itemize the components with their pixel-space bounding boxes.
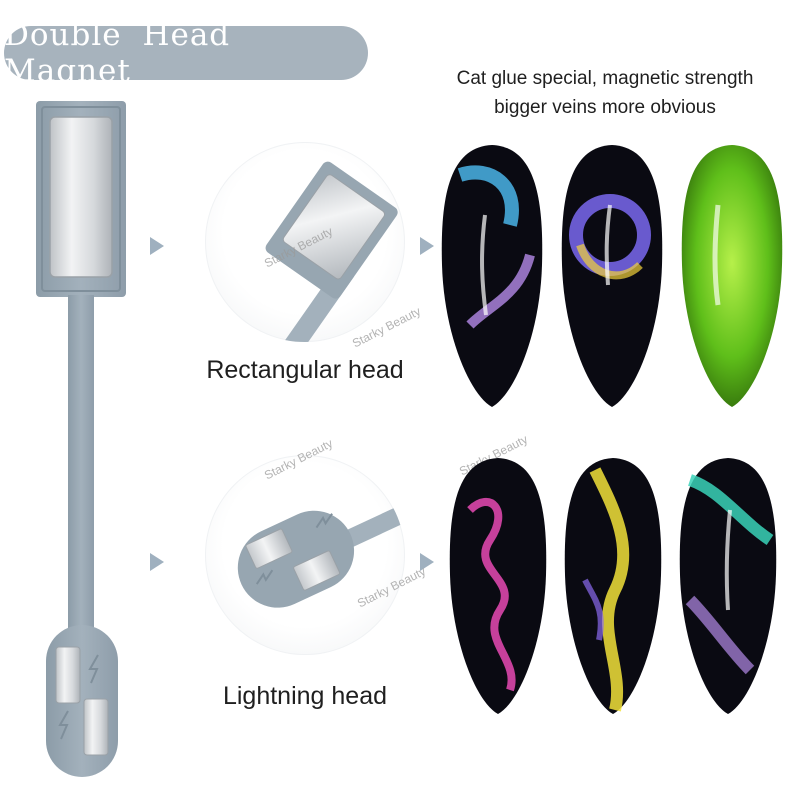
rectangular-head-closeup bbox=[205, 142, 405, 342]
lightning-head-closeup bbox=[205, 455, 405, 655]
lightning-magnet-top bbox=[55, 646, 81, 704]
nail-swatch bbox=[564, 458, 662, 714]
arrow-right-icon bbox=[150, 553, 164, 571]
title-banner: Double Head Magnet bbox=[4, 17, 368, 89]
nail-swatch bbox=[441, 145, 543, 407]
tagline: Cat glue special, magnetic strength bigg… bbox=[420, 64, 790, 122]
lightning-bolt-icon bbox=[255, 569, 274, 585]
lightning-bolt-icon bbox=[88, 654, 99, 684]
tool-handle bbox=[68, 295, 94, 635]
lightning-head bbox=[46, 625, 118, 777]
rectangular-head bbox=[36, 101, 126, 297]
nail-swatch bbox=[561, 145, 663, 407]
page-title: Double Head Magnet bbox=[4, 17, 231, 89]
lightning-bolt-icon bbox=[58, 710, 69, 740]
tagline-line-2: bigger veins more obvious bbox=[494, 97, 716, 118]
double-head-magnet-tool bbox=[36, 101, 126, 777]
rectangular-result-swatches bbox=[441, 145, 783, 407]
arrow-right-icon bbox=[150, 237, 164, 255]
lightning-head-caption: Lightning head bbox=[222, 682, 388, 710]
lightning-magnet-bottom bbox=[83, 698, 109, 756]
nail-swatch bbox=[681, 145, 783, 407]
lightning-result-swatches bbox=[449, 458, 777, 714]
rectangular-magnet bbox=[49, 116, 113, 278]
tagline-line-1: Cat glue special, magnetic strength bbox=[456, 68, 754, 89]
nail-swatch bbox=[449, 458, 547, 714]
arrow-right-icon bbox=[420, 553, 434, 571]
rectangular-head-caption: Rectangular head bbox=[206, 356, 404, 384]
arrow-right-icon bbox=[420, 237, 434, 255]
nail-swatch bbox=[679, 458, 777, 714]
lightning-bolt-icon bbox=[315, 513, 333, 529]
